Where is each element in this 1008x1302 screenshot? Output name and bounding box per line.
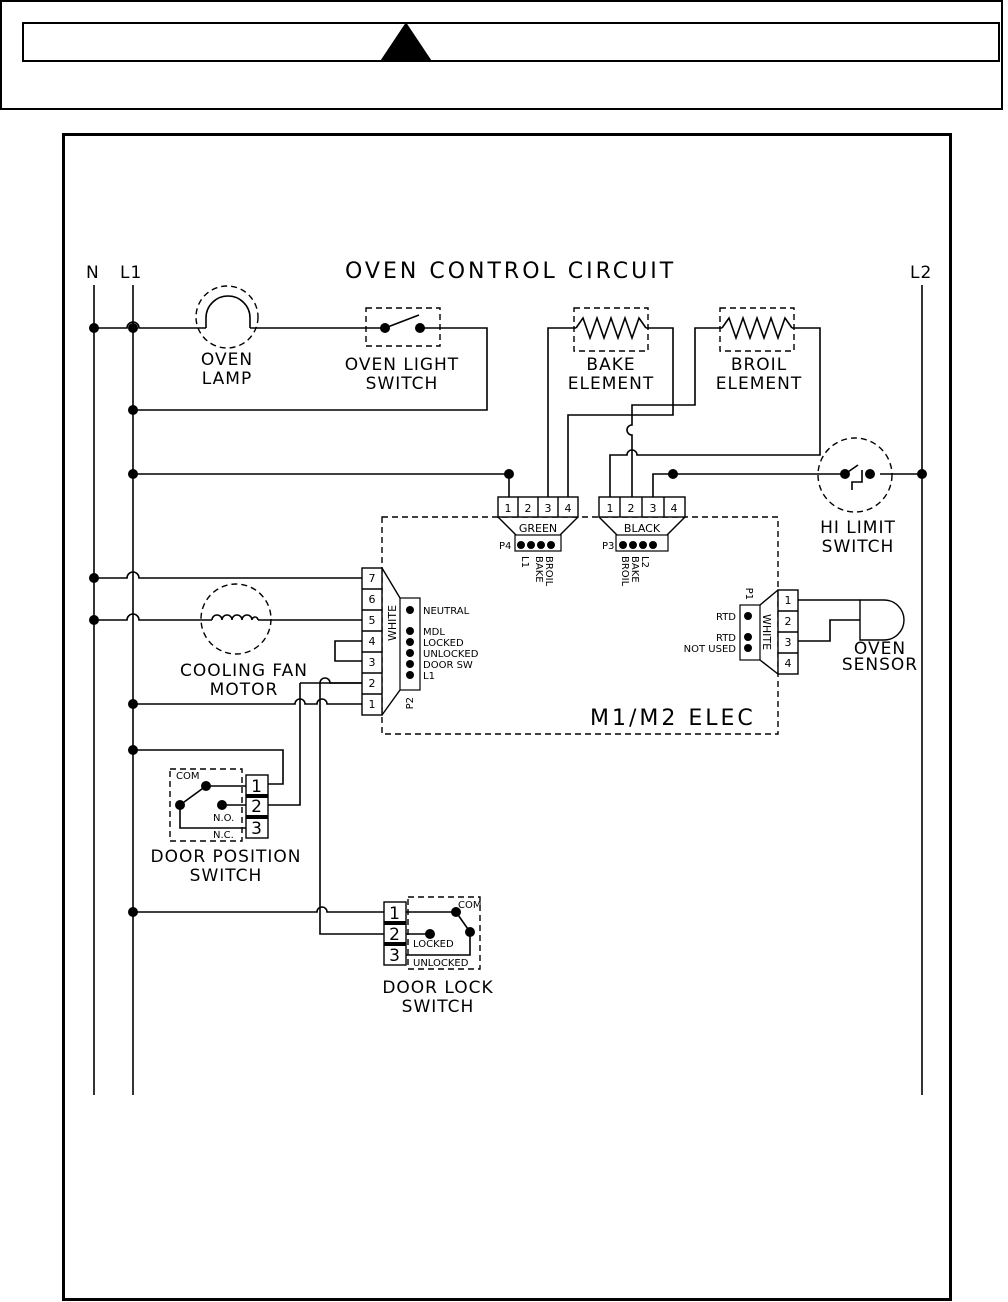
p2-color: WHITE	[386, 605, 399, 641]
p2-pin-1: 1	[369, 698, 376, 711]
door-lock-com-label: COM	[458, 900, 481, 911]
p2-pin-3: 3	[369, 656, 376, 669]
p4-pin-3: 3	[545, 502, 552, 515]
warning-box	[0, 0, 1003, 110]
p2-label-unlocked: UNLOCKED	[423, 649, 479, 660]
p2-label-locked: LOCKED	[423, 638, 464, 649]
broil-element-label-1: BROIL	[731, 355, 787, 375]
p2-pin-4: 4	[369, 635, 376, 648]
p2-label-door-sw: DOOR SW	[423, 660, 473, 671]
cooling-fan-motor-label-1: COOLING FAN	[180, 661, 308, 681]
p4-pin-2: 2	[525, 502, 532, 515]
p4-pin-1: 1	[505, 502, 512, 515]
p1-pin-2: 2	[785, 615, 792, 628]
p1-pin-1: 1	[785, 594, 792, 607]
bake-element-label-1: BAKE	[586, 355, 635, 375]
warning-bar	[22, 22, 1000, 62]
p2-pin-5: 5	[369, 614, 376, 627]
p1-label-rtd-2: RTD	[716, 633, 736, 644]
hi-limit-switch-label-1: HI LIMIT	[820, 518, 896, 538]
oven-sensor-label-1: OVEN	[854, 639, 906, 659]
p1-label-rtd-1: RTD	[716, 612, 736, 623]
p2-label-neutral: NEUTRAL	[423, 606, 470, 617]
p4-id: P4	[499, 541, 511, 552]
control-board-label: M1/M2 ELEC	[590, 706, 756, 731]
p3-color: BLACK	[624, 522, 661, 535]
door-lock-switch-label-1: DOOR LOCK	[382, 978, 493, 998]
bake-element-label-2: ELEMENT	[568, 374, 654, 394]
p1-pin-4: 4	[785, 657, 792, 670]
p2-pin-6: 6	[369, 593, 376, 606]
door-position-nc-label: N.C.	[213, 830, 234, 841]
warning-triangle-icon	[381, 23, 431, 61]
p2-pin-2: 2	[369, 677, 376, 690]
door-position-pin-2: 2	[251, 797, 263, 817]
door-lock-pin-3: 3	[389, 946, 401, 966]
p3-pin-3: 3	[650, 502, 657, 515]
p3-label-l2: L2	[639, 556, 650, 568]
door-position-pin-1: 1	[251, 777, 263, 797]
p3-label-bake: BAKE	[629, 556, 640, 583]
p1-label-not-used: NOT USED	[684, 644, 737, 655]
diagram-title: OVEN CONTROL CIRCUIT	[345, 259, 676, 284]
p4-label-l1: L1	[519, 556, 530, 568]
rail-l1-label: L1	[120, 263, 142, 283]
cooling-fan-motor-label-2: MOTOR	[210, 680, 279, 700]
p2-id: P2	[405, 697, 416, 709]
door-position-com-label: COM	[176, 771, 199, 782]
diagram-frame	[62, 133, 952, 1301]
oven-light-switch-label-2: SWITCH	[366, 374, 439, 394]
p3-pin-1: 1	[607, 502, 614, 515]
p4-color: GREEN	[519, 522, 557, 535]
door-lock-unlocked-label: UNLOCKED	[413, 958, 469, 969]
p1-id: P1	[743, 588, 754, 600]
oven-lamp-label-2: LAMP	[202, 369, 252, 389]
oven-light-switch-label-1: OVEN LIGHT	[345, 355, 459, 375]
hi-limit-switch-label-2: SWITCH	[822, 537, 895, 557]
p2-pin-7: 7	[369, 572, 376, 585]
p3-label-broil: BROIL	[619, 556, 630, 587]
p4-label-bake: BAKE	[533, 556, 544, 583]
rail-n-label: N	[86, 263, 100, 283]
door-lock-pin-1: 1	[389, 904, 401, 924]
door-lock-pin-2: 2	[389, 925, 401, 945]
p4-pin-4: 4	[565, 502, 572, 515]
broil-element-label-2: ELEMENT	[716, 374, 802, 394]
p1-color: WHITE	[760, 614, 773, 650]
rail-l2-label: L2	[910, 263, 932, 283]
door-lock-switch-label-2: SWITCH	[402, 997, 475, 1017]
p2-label-l1: L1	[423, 671, 435, 682]
p1-pin-3: 3	[785, 636, 792, 649]
oven-sensor-label-2: SENSOR	[842, 655, 918, 675]
oven-lamp-label-1: OVEN	[201, 350, 253, 370]
door-lock-locked-label: LOCKED	[413, 939, 454, 950]
p3-pin-4: 4	[671, 502, 678, 515]
p3-id: P3	[602, 541, 614, 552]
door-position-pin-3: 3	[251, 819, 263, 839]
p2-label-mdl: MDL	[423, 627, 445, 638]
p3-pin-2: 2	[628, 502, 635, 515]
p4-label-broil: BROIL	[543, 556, 554, 587]
door-position-switch-label-2: SWITCH	[190, 866, 263, 886]
door-position-switch-label-1: DOOR POSITION	[150, 847, 301, 867]
door-position-no-label: N.O.	[213, 813, 234, 824]
